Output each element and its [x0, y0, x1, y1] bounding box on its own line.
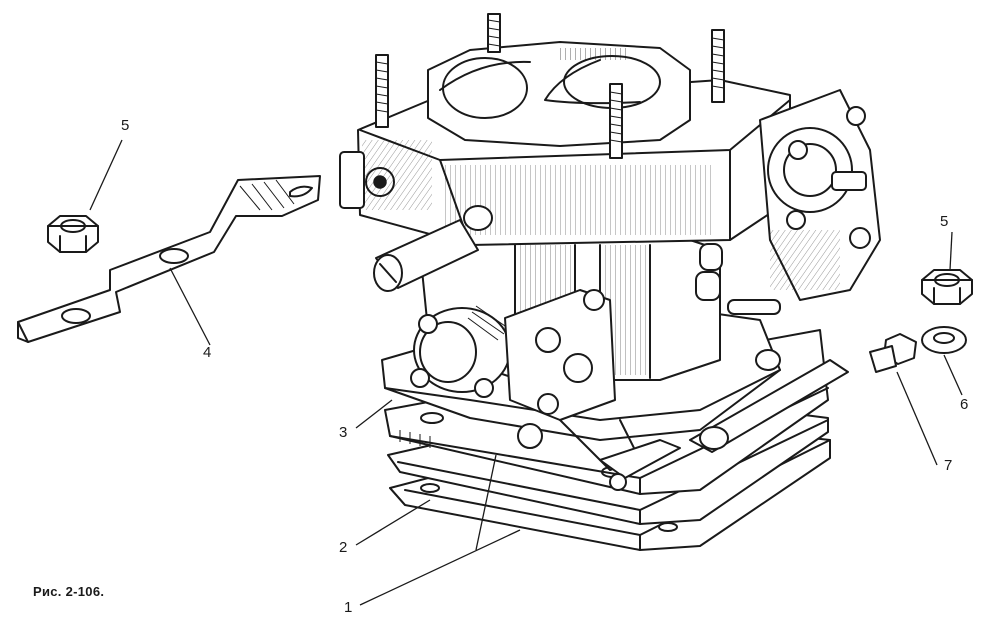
callout-5-left: 5 — [121, 117, 130, 134]
washer-6 — [921, 326, 967, 354]
leader-lines — [89, 139, 963, 606]
callout-7: 7 — [944, 457, 953, 474]
callout-5-right: 5 — [940, 213, 949, 230]
nut-5-left — [47, 215, 99, 253]
callout-1: 1 — [344, 599, 353, 616]
figure-caption: Рис. 2-106. — [33, 584, 105, 599]
callout-2: 2 — [339, 539, 348, 556]
bolt-7 — [869, 333, 917, 373]
stud — [375, 54, 389, 128]
callout-4: 4 — [203, 344, 212, 361]
stud — [487, 13, 501, 53]
stud — [711, 29, 725, 103]
nut-5-right — [921, 269, 973, 305]
stud — [609, 83, 623, 159]
bracket-4 — [17, 175, 321, 343]
callout-3: 3 — [339, 424, 348, 441]
carburetor-body — [339, 13, 881, 491]
callout-6: 6 — [960, 396, 969, 413]
